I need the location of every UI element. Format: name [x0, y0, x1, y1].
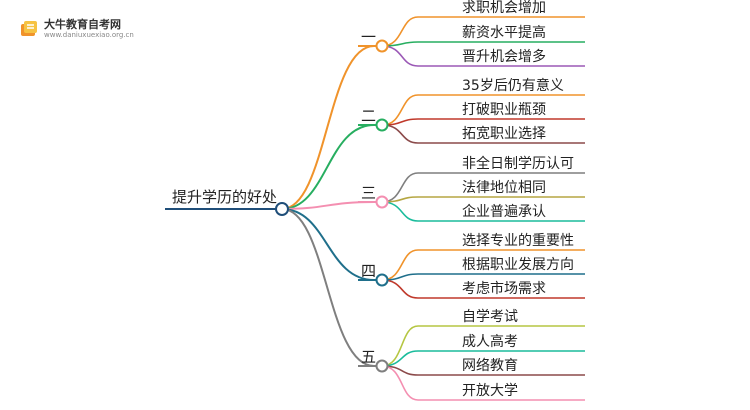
leaf-link — [381, 94, 419, 126]
branch-node-4 — [375, 273, 389, 287]
root-node — [275, 202, 289, 216]
leaf-label: 求职机会增加 — [462, 0, 546, 16]
leaf-label: 选择专业的重要性 — [462, 233, 574, 249]
branch-label-1: 一 — [361, 28, 376, 46]
leaf-label: 根据职业发展方向 — [462, 257, 574, 273]
leaf-label: 非全日制学历认可 — [462, 155, 574, 172]
leaf-label: 考虑市场需求 — [462, 280, 546, 297]
logo-url: www.daniuxuexiao.org.cn — [44, 31, 134, 39]
leaf-label: 自学考试 — [462, 309, 518, 325]
leaf-label: 拓宽职业选择 — [462, 125, 546, 142]
leaf-label: 薪资水平提高 — [462, 24, 546, 41]
branch-node-5 — [375, 359, 389, 373]
leaf-label: 打破职业瓶颈 — [462, 101, 546, 118]
leaf-label: 晋升机会增多 — [462, 48, 546, 65]
branch-node-3 — [375, 195, 389, 209]
branch-link-2 — [281, 124, 375, 210]
branch-label-4: 四 — [361, 262, 376, 280]
branch-label-3: 三 — [361, 184, 376, 202]
branch-node-2 — [375, 118, 389, 132]
branch-label-5: 五 — [361, 348, 376, 366]
branch-link-1 — [281, 45, 375, 210]
leaf-label: 法律地位相同 — [462, 180, 546, 196]
branch-link-5 — [281, 208, 375, 367]
leaf-link — [381, 365, 419, 401]
leaf-label: 成人高考 — [462, 333, 518, 350]
root-label: 提升学历的好处 — [172, 188, 277, 206]
leaf-link — [381, 249, 419, 281]
branch-node-1 — [375, 39, 389, 53]
logo-name: 大牛教育自考网 — [44, 18, 121, 31]
leaf-label: 网络教育 — [462, 358, 518, 374]
site-logo[interactable]: 大牛教育自考网 www.daniuxuexiao.org.cn — [18, 18, 134, 40]
branch-label-2: 二 — [361, 107, 376, 125]
leaf-label: 开放大学 — [462, 383, 518, 399]
book-logo-icon — [21, 21, 37, 36]
leaf-label: 35岁后仍有意义 — [462, 77, 564, 94]
leaf-label: 企业普遍承认 — [462, 203, 546, 220]
branch-link-4 — [281, 208, 375, 281]
